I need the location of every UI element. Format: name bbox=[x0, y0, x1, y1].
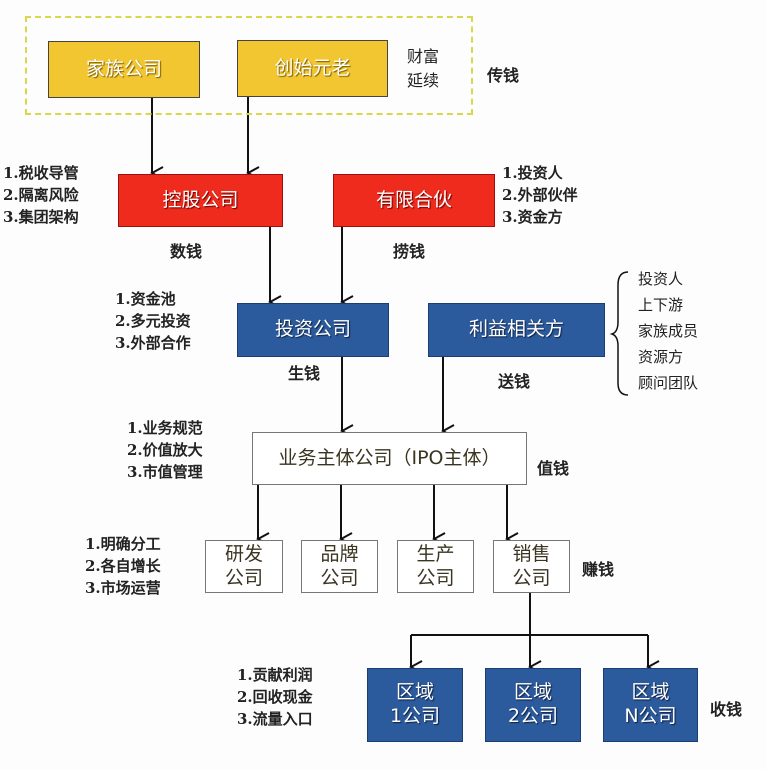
regions-notes: 1.贡献利润 2.回收现金 3.流量入口 bbox=[237, 664, 313, 730]
wealth-line2: 延续 bbox=[407, 71, 440, 90]
note: 2.回收现金 bbox=[237, 688, 313, 706]
note: 3.集团架构 bbox=[3, 208, 79, 226]
note: 2.外部伙伴 bbox=[502, 186, 578, 204]
tag-pass-money: 传钱 bbox=[487, 66, 520, 85]
box-line: 区域 bbox=[395, 681, 434, 704]
investment-notes: 1.资金池 2.多元投资 3.外部合作 bbox=[115, 288, 191, 354]
note: 1.贡献利润 bbox=[237, 666, 313, 684]
note: 2.价值放大 bbox=[127, 441, 203, 459]
box-line: 公司 bbox=[224, 566, 263, 589]
wealth-line1: 财富 bbox=[407, 47, 440, 66]
tag-give-money: 送钱 bbox=[498, 372, 531, 391]
note: 3.流量入口 bbox=[237, 710, 313, 728]
tag-earn-money: 赚钱 bbox=[582, 560, 615, 579]
family-company-box: 家族公司 bbox=[48, 41, 200, 98]
box-line: 生产 bbox=[416, 542, 455, 565]
note: 2.各自增长 bbox=[85, 557, 161, 575]
box-line: 1公司 bbox=[389, 705, 441, 727]
note: 1.明确分工 bbox=[85, 535, 161, 553]
founders-box: 创始元老 bbox=[237, 40, 388, 97]
box-line: N公司 bbox=[624, 705, 677, 727]
tag-make-money: 生钱 bbox=[288, 364, 321, 383]
tag-fish-money: 捞钱 bbox=[393, 242, 426, 261]
wealth-group-frame bbox=[25, 16, 473, 115]
note: 2.隔离风险 bbox=[3, 186, 79, 204]
box-line: 区域 bbox=[513, 681, 552, 704]
production-company-box: 生产公司 bbox=[397, 540, 474, 593]
brace bbox=[609, 271, 629, 396]
note: 3.资金方 bbox=[502, 208, 563, 226]
holding-company-box: 控股公司 bbox=[118, 174, 283, 227]
holding-notes: 1.税收导管 2.隔离风险 3.集团架构 bbox=[3, 162, 79, 228]
investment-company-box: 投资公司 bbox=[237, 303, 389, 357]
note: 3.市值管理 bbox=[127, 463, 203, 481]
rd-company-box: 研发公司 bbox=[205, 540, 283, 593]
list-item: 顾问团队 bbox=[638, 374, 699, 392]
limited-partnership-box: 有限合伙 bbox=[333, 174, 495, 227]
stakeholders-box: 利益相关方 bbox=[428, 303, 605, 357]
note: 1.税收导管 bbox=[3, 164, 79, 182]
tag-count-money: 数钱 bbox=[170, 242, 203, 261]
business-notes: 1.业务规范 2.价值放大 3.市值管理 bbox=[127, 417, 203, 483]
box-line: 公司 bbox=[416, 566, 455, 589]
business-entity-box: 业务主体公司（IPO主体） bbox=[252, 432, 527, 485]
note: 1.投资人 bbox=[502, 164, 563, 182]
note: 3.外部合作 bbox=[115, 334, 191, 352]
tag-worth-money: 值钱 bbox=[537, 459, 570, 478]
note: 3.市场运营 bbox=[85, 579, 161, 597]
list-item: 资源方 bbox=[638, 348, 684, 366]
box-line: 研发 bbox=[224, 542, 263, 565]
tag-collect-money: 收钱 bbox=[710, 700, 743, 719]
wealth-continuity-label: 财富延续 bbox=[407, 45, 439, 93]
note: 1.业务规范 bbox=[127, 419, 203, 437]
box-line: 公司 bbox=[320, 566, 359, 589]
box-line: 品牌 bbox=[320, 542, 359, 565]
sales-company-box: 销售公司 bbox=[493, 540, 570, 593]
list-item: 上下游 bbox=[638, 296, 684, 314]
subs-notes: 1.明确分工 2.各自增长 3.市场运营 bbox=[85, 533, 161, 599]
note: 1.资金池 bbox=[115, 290, 176, 308]
box-line: 2公司 bbox=[507, 705, 559, 727]
list-item: 家族成员 bbox=[638, 322, 699, 340]
box-line: 销售 bbox=[512, 542, 551, 565]
brand-company-box: 品牌公司 bbox=[301, 540, 378, 593]
box-line: 区域 bbox=[631, 681, 670, 704]
lp-notes: 1.投资人 2.外部伙伴 3.资金方 bbox=[502, 162, 578, 228]
list-item: 投资人 bbox=[638, 270, 684, 288]
note: 2.多元投资 bbox=[115, 312, 191, 330]
box-line: 公司 bbox=[512, 566, 551, 589]
stakeholders-list: 投资人上下游家族成员资源方顾问团队 bbox=[638, 266, 698, 396]
